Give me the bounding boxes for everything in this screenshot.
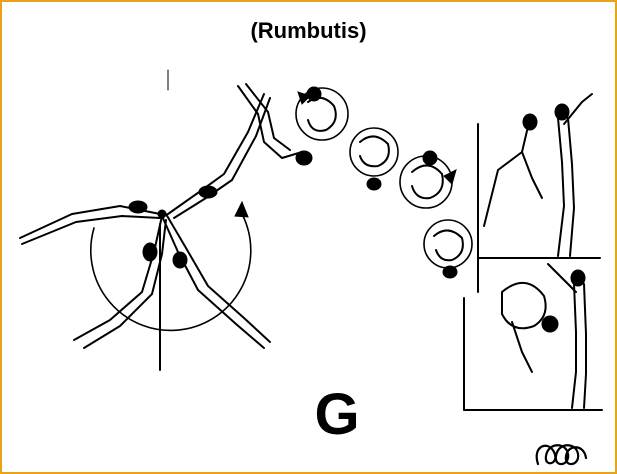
swing-arc-arrowhead: [234, 200, 249, 218]
figure-release: [237, 85, 303, 159]
horizontal-bar-swing: [19, 69, 271, 371]
element-letter: G: [314, 382, 360, 447]
figure-standing-lower: [571, 283, 577, 409]
figure-standing-upper: [557, 117, 565, 257]
swing-arc: [89, 213, 252, 332]
figure-landing-crouch-upper: [483, 117, 531, 227]
tuck-rotation-1: [295, 87, 349, 141]
figure-landing-crouch-lower: [501, 282, 547, 330]
figure-hanging: [73, 215, 163, 341]
figure-rising: [167, 93, 265, 215]
page-title: (Rumbutis): [250, 18, 367, 43]
salto-sequence: [237, 83, 473, 279]
tuck-rotation-2: [349, 127, 399, 177]
spiral-loop-icon: [535, 444, 588, 466]
landing-area: [463, 93, 603, 411]
figure-forward-swing: [161, 215, 265, 349]
